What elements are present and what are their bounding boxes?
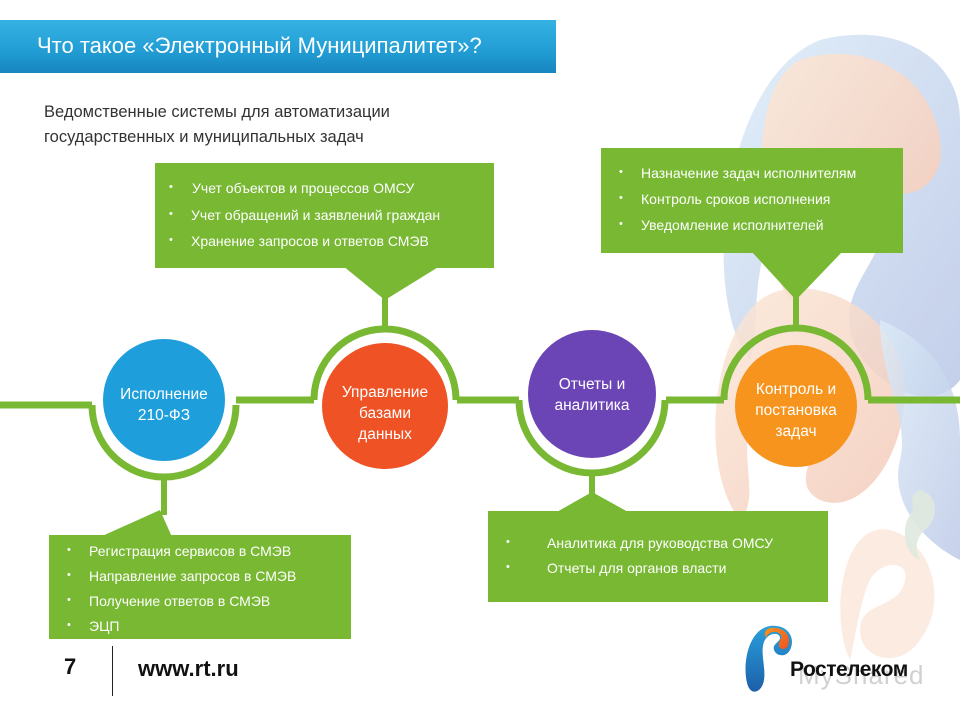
subtitle-line-1: Ведомственные системы для автоматизации <box>44 103 390 121</box>
callout-pointer-databases <box>343 266 440 300</box>
callout-box-fz210: • Регистрация сервисов в СМЭВ • Направлени… <box>49 535 351 639</box>
bullet-icon: • <box>169 208 173 220</box>
list-item-text: ЭЦП <box>89 618 120 634</box>
list-item: • Регистрация сервисов в СМЭВ <box>49 543 351 568</box>
list-item-text: Аналитика для руководства ОМСУ <box>547 535 774 551</box>
footer-divider <box>112 646 113 696</box>
node-circle-fz210 <box>103 339 225 461</box>
list-item-text: Хранение запросов и ответов СМЭВ <box>191 233 429 249</box>
list-item-text: Регистрация сервисов в СМЭВ <box>89 543 292 559</box>
bullet-icon: • <box>506 536 510 548</box>
list-item-text: Контроль сроков исполнения <box>641 191 831 207</box>
subtitle: Ведомственные системы для автоматизации … <box>44 100 390 150</box>
node-label-line: Управление <box>341 384 429 401</box>
rostelecom-logo-icon <box>745 625 792 692</box>
list-item: • Направление запросов в СМЭВ <box>49 568 351 593</box>
list-item: • Учет объектов и процессов ОМСУ <box>155 180 494 207</box>
bullet-icon: • <box>67 594 71 606</box>
list-item-text: Уведомление исполнителей <box>641 217 824 233</box>
node-label-line: Отчеты и <box>558 376 626 393</box>
node-label-fz210: Исполнение 210-ФЗ <box>99 384 229 426</box>
list-item: • ЭЦП <box>49 618 351 643</box>
node-label-line: Исполнение <box>120 386 208 403</box>
callout-box-control: • Назначение задач исполнителям • Контроль… <box>601 148 903 253</box>
node-label-line: базами <box>358 405 411 422</box>
bullet-icon: • <box>506 561 510 573</box>
list-item: • Получение ответов в СМЭВ <box>49 593 351 618</box>
bullet-icon: • <box>67 544 71 556</box>
slide-number: 7 <box>64 654 77 679</box>
callout-box-databases: • Учет объектов и процессов ОМСУ • Учет об… <box>155 163 494 268</box>
list-item: • Контроль сроков исполнения <box>601 191 903 217</box>
page-title: Что такое «Электронный Муниципалитет»? <box>37 33 482 58</box>
node-label-line: аналитика <box>554 397 630 414</box>
rostelecom-logo: MyShared Ростелеком <box>740 618 960 708</box>
list-item-text: Учет объектов и процессов ОМСУ <box>192 180 415 196</box>
node-circle-databases <box>322 343 448 469</box>
list-item-text: Учет обращений и заявлений граждан <box>191 207 441 223</box>
list-item: • Учет обращений и заявлений граждан <box>155 207 494 233</box>
node-label-line: данных <box>358 426 412 443</box>
bullet-icon: • <box>619 218 623 230</box>
callout-pointer-reports <box>555 492 630 513</box>
callout-pointer-fz210 <box>100 510 172 537</box>
callout-pointer-control <box>752 252 842 300</box>
node-circle-reports <box>528 330 656 458</box>
node-label-line: постановка <box>755 402 837 419</box>
node-label-line: 210-ФЗ <box>137 407 191 424</box>
website-link[interactable]: www.rt.ru <box>138 656 239 681</box>
bullet-icon: • <box>619 192 623 204</box>
bullet-icon: • <box>619 166 623 178</box>
bullet-icon: • <box>169 181 173 193</box>
list-item: • Назначение задач исполнителям <box>601 165 903 191</box>
list-item: • Хранение запросов и ответов СМЭВ <box>155 233 494 259</box>
bullet-icon: • <box>169 234 173 246</box>
list-item: • Уведомление исполнителей <box>601 217 903 243</box>
list-item: • Аналитика для руководства ОМСУ <box>488 535 828 560</box>
title-bar: Что такое «Электронный Муниципалитет»? <box>0 20 556 73</box>
node-circle-control <box>735 345 857 467</box>
node-label-line: Контроль и <box>755 381 837 398</box>
bullet-icon: • <box>67 569 71 581</box>
node-label-line: задач <box>775 423 817 440</box>
bullet-icon: • <box>67 619 71 631</box>
list-item-text: Отчеты для органов власти <box>547 560 727 576</box>
list-item-text: Получение ответов в СМЭВ <box>89 593 271 609</box>
list-item-text: Направление запросов в СМЭВ <box>89 568 297 584</box>
watermark-text: MyShared <box>798 660 925 690</box>
logo-text: Ростелеком <box>790 658 908 681</box>
callout-box-reports: • Аналитика для руководства ОМСУ • Отчеты … <box>488 511 828 602</box>
node-label-reports: Отчеты и аналитика <box>527 374 657 416</box>
list-item-text: Назначение задач исполнителям <box>641 165 857 181</box>
node-label-databases: Управление базами данных <box>320 382 450 445</box>
list-item: • Отчеты для органов власти <box>488 560 828 585</box>
subtitle-line-2: государственных и муниципальных задач <box>44 128 364 146</box>
node-label-control: Контроль и постановка задач <box>731 379 861 442</box>
